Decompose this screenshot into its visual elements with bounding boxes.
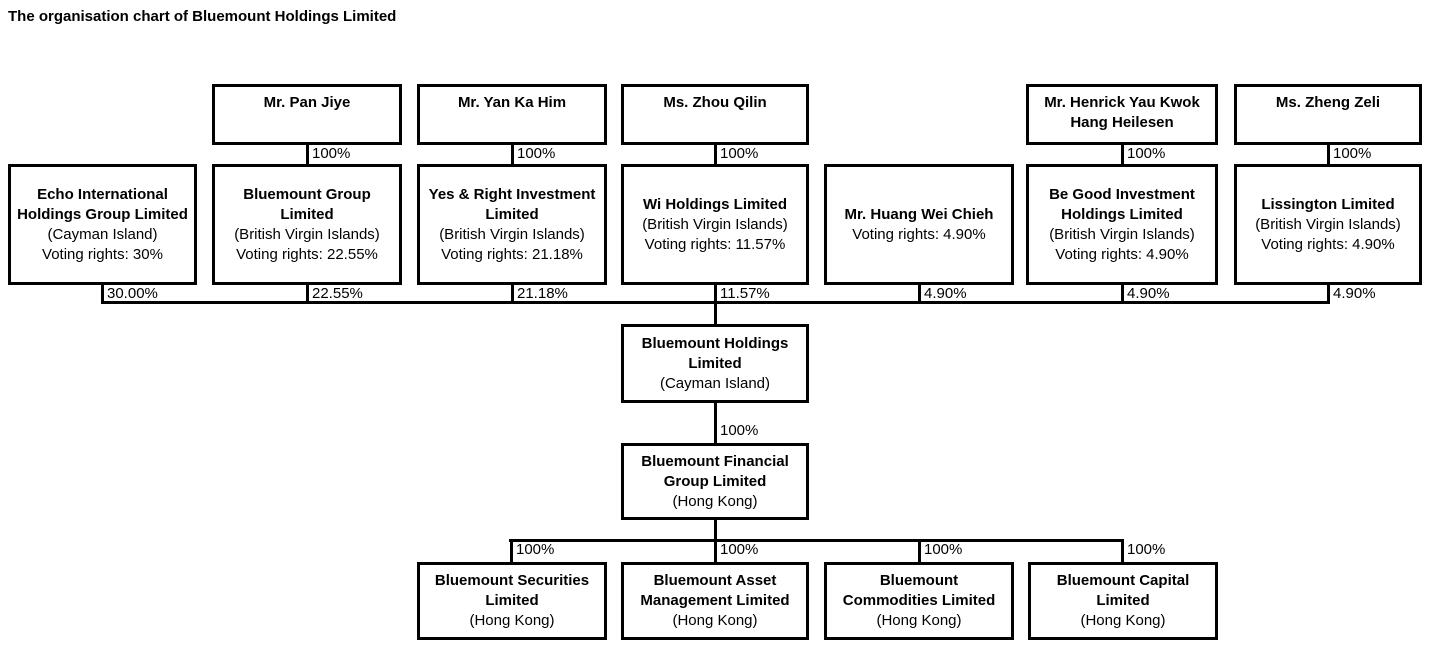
shareholder-box: Bluemount Group Limited (British Virgin … [212,164,402,285]
jurisdiction-label: (Hong Kong) [672,492,758,510]
connector-line [510,539,513,562]
subsidiary-box: Bluemount Commodities Limited (Hong Kong… [824,562,1014,640]
connector-line [714,285,717,324]
connector-line [1327,145,1330,164]
jurisdiction-label: (Cayman Island) [659,374,771,392]
connector-line [101,301,1330,304]
jurisdiction-label: (British Virgin Islands) [439,225,585,243]
connector-line [306,145,309,164]
connector-line [1121,145,1124,164]
voting-rights-label: Voting rights: 4.90% [1261,235,1395,253]
holding-company-box: Bluemount Holdings Limited (Cayman Islan… [621,324,809,403]
connector-line [511,145,514,164]
ownership-pct-label: 100% [720,541,759,558]
holding-company-name: Bluemount Holdings Limited [641,334,789,372]
shareholder-box: Be Good Investment Holdings Limited (Bri… [1026,164,1218,285]
voting-rights-label: Voting rights: 30% [42,245,163,263]
stake-pct-label: 11.57% [720,285,770,302]
connector-line [918,539,921,562]
shareholder-name: Be Good Investment Holdings Limited [1049,185,1195,223]
financial-group-box: Bluemount Financial Group Limited (Hong … [621,443,809,520]
subsidiary-box: Bluemount Asset Management Limited (Hong… [621,562,809,640]
voting-rights-label: Voting rights: 11.57% [644,235,786,253]
stake-pct-label: 4.90% [924,285,967,302]
voting-rights-label: Voting rights: 21.18% [441,245,583,263]
jurisdiction-label: (British Virgin Islands) [1255,215,1401,233]
connector-line [101,285,104,303]
connector-line [714,145,717,164]
voting-rights-label: Voting rights: 4.90% [1055,245,1189,263]
connector-line [1327,285,1330,303]
shareholder-box: Yes & Right Investment Limited (British … [417,164,607,285]
shareholder-name: Bluemount Group Limited [243,185,371,223]
ownership-pct-label: 100% [1333,145,1372,162]
jurisdiction-label: (Hong Kong) [469,612,555,629]
ownership-pct-label: 100% [720,422,759,439]
owner-box: Mr. Pan Jiye [212,84,402,145]
stake-pct-label: 22.55% [312,285,363,302]
ownership-pct-label: 100% [1127,145,1166,162]
shareholder-box: Wi Holdings Limited (British Virgin Isla… [621,164,809,285]
shareholder-name: Wi Holdings Limited [642,195,788,213]
ownership-pct-label: 100% [517,145,556,162]
owner-name: Mr. Yan Ka Him [457,94,567,111]
jurisdiction-label: (Hong Kong) [1080,612,1166,629]
subsidiary-name: Bluemount Capital Limited [1056,572,1190,609]
jurisdiction-label: (British Virgin Islands) [234,225,380,243]
shareholder-name: Lissington Limited [1261,195,1395,213]
subsidiary-name: Bluemount Commodities Limited [842,572,996,609]
connector-line [306,285,309,303]
jurisdiction-label: (Hong Kong) [876,612,962,629]
jurisdiction-label: (Cayman Island) [47,225,158,243]
jurisdiction-label: (British Virgin Islands) [1049,225,1195,243]
connector-line [1121,539,1124,562]
subsidiary-box: Bluemount Capital Limited (Hong Kong) [1028,562,1218,640]
owner-name: Ms. Zheng Zeli [1275,94,1381,111]
connector-line [511,285,514,303]
stake-pct-label: 30.00% [107,285,158,302]
shareholder-box: Echo International Holdings Group Limite… [8,164,197,285]
connector-line [714,403,717,443]
ownership-pct-label: 100% [1127,541,1166,558]
owner-name: Mr. Pan Jiye [263,94,351,111]
subsidiary-name: Bluemount Asset Management Limited [640,572,790,609]
shareholder-box: Mr. Huang Wei Chieh Voting rights: 4.90% [824,164,1014,285]
shareholder-name: Mr. Huang Wei Chieh [844,205,994,223]
connector-line [509,539,1124,542]
stake-pct-label: 21.18% [517,285,568,302]
voting-rights-label: Voting rights: 22.55% [236,245,378,263]
owner-box: Mr. Henrick Yau Kwok Hang Heilesen [1026,84,1218,145]
financial-group-name: Bluemount Financial Group Limited [641,452,789,490]
owner-box: Mr. Yan Ka Him [417,84,607,145]
shareholder-box: Lissington Limited (British Virgin Islan… [1234,164,1422,285]
shareholder-name: Echo International Holdings Group Limite… [17,185,188,223]
ownership-pct-label: 100% [516,541,555,558]
jurisdiction-label: (British Virgin Islands) [642,215,788,233]
ownership-pct-label: 100% [924,541,963,558]
chart-title: The organisation chart of Bluemount Hold… [8,8,397,25]
owner-box: Ms. Zheng Zeli [1234,84,1422,145]
subsidiary-box: Bluemount Securities Limited (Hong Kong) [417,562,607,640]
stake-pct-label: 4.90% [1127,285,1170,302]
ownership-pct-label: 100% [312,145,351,162]
connector-line [1121,285,1124,303]
subsidiary-name: Bluemount Securities Limited [434,572,590,609]
owner-name: Ms. Zhou Qilin [663,94,767,111]
shareholder-name: Yes & Right Investment Limited [428,185,596,223]
owner-box: Ms. Zhou Qilin [621,84,809,145]
connector-line [918,285,921,303]
ownership-pct-label: 100% [720,145,759,162]
jurisdiction-label: (Hong Kong) [672,612,758,629]
stake-pct-label: 4.90% [1333,285,1376,302]
owner-name: Mr. Henrick Yau Kwok Hang Heilesen [1044,94,1200,131]
voting-rights-label: Voting rights: 4.90% [852,225,986,243]
